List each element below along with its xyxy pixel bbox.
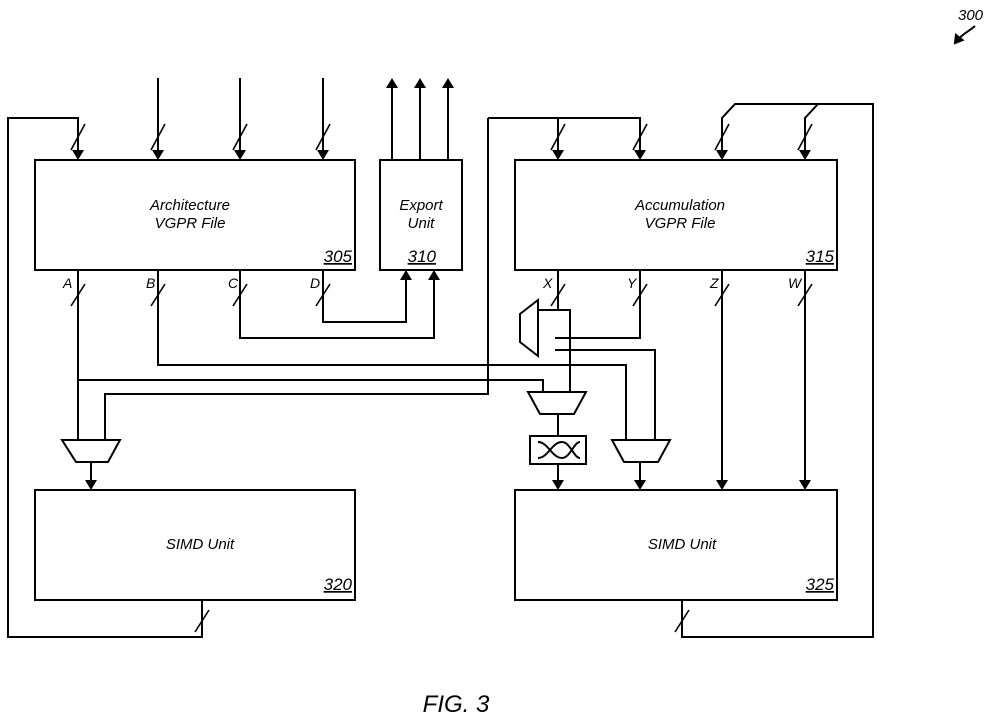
simd-left-ref: 320 xyxy=(324,575,353,594)
port-label-y: Y xyxy=(627,275,638,291)
wire-accum-feedback-to-left-mux xyxy=(104,118,489,440)
accumulation-vgpr-file-block: Accumulation VGPR File 315 xyxy=(514,159,838,271)
simd-right-title: SIMD Unit xyxy=(648,536,717,553)
figure-ref-label: 300 xyxy=(958,7,984,24)
export-unit-outputs xyxy=(386,78,454,160)
center-mux xyxy=(526,391,588,436)
arch-vgpr-inputs xyxy=(150,78,331,160)
wire-port-y xyxy=(555,270,656,440)
port-label-x: X xyxy=(542,275,553,291)
accum-vgpr-inputs xyxy=(488,103,874,638)
wire-port-b-to-right xyxy=(150,270,627,440)
port-label-d: D xyxy=(310,275,320,291)
crossbar-swizzle-block xyxy=(529,435,587,490)
wire-port-w-to-simd xyxy=(797,270,813,490)
wire-port-c-to-export xyxy=(232,270,440,339)
export-unit-block: Export Unit 310 xyxy=(379,159,463,271)
side-mux xyxy=(519,297,539,359)
simd-unit-left-block: SIMD Unit 320 xyxy=(34,489,356,601)
crossbar-icon xyxy=(537,441,581,460)
architecture-vgpr-file-block: Architecture VGPR File 305 xyxy=(34,159,356,271)
simd-left-title: SIMD Unit xyxy=(166,536,235,553)
port-label-z: Z xyxy=(709,275,719,291)
wire-port-a-to-left-mux xyxy=(70,270,86,440)
figure-caption: FIG. 3 xyxy=(423,691,490,718)
export-unit-ref: 310 xyxy=(408,247,437,266)
export-unit-title-line2: Unit xyxy=(408,215,436,232)
accum-vgpr-title-line1: Accumulation xyxy=(634,197,725,214)
port-label-c: C xyxy=(228,275,239,291)
simd-left-feedback-loop xyxy=(7,117,210,638)
accum-port-labels: X Y Z W xyxy=(542,275,803,291)
accum-vgpr-title-line2: VGPR File xyxy=(645,215,716,232)
port-label-w: W xyxy=(788,275,803,291)
wire-port-d-to-export xyxy=(315,270,412,323)
arch-port-labels: A B C D xyxy=(62,275,320,291)
figure-ref-pointer xyxy=(953,25,976,45)
export-unit-title-line1: Export xyxy=(399,197,443,214)
arch-vgpr-ref: 305 xyxy=(324,247,353,266)
right-mux xyxy=(610,439,672,490)
accum-vgpr-ref: 315 xyxy=(806,247,835,266)
wire-a-branch-to-center-mux xyxy=(78,379,544,392)
left-mux xyxy=(60,439,122,490)
port-label-b: B xyxy=(146,275,155,291)
wire-port-z-to-simd xyxy=(714,270,730,490)
arch-vgpr-title-line1: Architecture xyxy=(149,197,230,214)
port-label-a: A xyxy=(62,275,72,291)
simd-right-ref: 325 xyxy=(806,575,835,594)
arch-vgpr-title-line2: VGPR File xyxy=(155,215,226,232)
simd-unit-right-block: SIMD Unit 325 xyxy=(514,489,838,601)
